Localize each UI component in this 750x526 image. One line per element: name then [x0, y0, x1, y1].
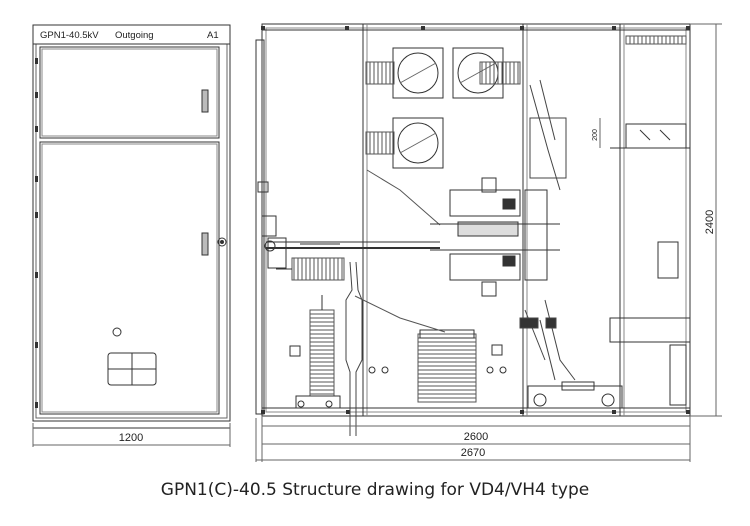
terminal-bolts: [289, 344, 507, 374]
earthing-switch: [257, 181, 340, 269]
front-view: [32, 24, 231, 447]
height-dimension: 2400: [704, 210, 716, 234]
inner-width-dimension: 2600: [464, 431, 488, 443]
door-lock: [217, 237, 227, 247]
front-label-id: A1: [207, 30, 219, 41]
door-lock-center: [220, 240, 224, 244]
operation-hole: [112, 327, 122, 337]
front-cabinet-outline: [32, 24, 231, 422]
front-label-model: GPN1-40.5kV: [40, 30, 99, 41]
height-dimension-line: [690, 23, 722, 417]
upper-door-inner: [41, 48, 218, 137]
side-width-dimension-lines: [255, 416, 691, 462]
busbar-link: [366, 169, 441, 226]
front-width-dimension: 1200: [119, 432, 143, 444]
lower-door: [39, 141, 220, 415]
circuit-breaker: [430, 177, 560, 297]
lv-compartment: [609, 35, 691, 406]
current-transformer-2: [452, 47, 521, 99]
figure-caption: GPN1(C)-40.5 Structure drawing for VD4/V…: [160, 480, 590, 500]
zero-sequence-transformer: [417, 329, 477, 403]
lower-door-inner: [41, 143, 218, 413]
dimension-200: 200: [592, 129, 599, 141]
upper-door: [39, 46, 220, 139]
current-transformer-1: [365, 47, 444, 99]
cable: [345, 261, 353, 436]
side-front-door: [255, 39, 265, 415]
breaker-truck: [527, 381, 623, 409]
cable-2: [354, 295, 446, 333]
lower-door-handle: [201, 232, 209, 256]
surge-arrester: [295, 295, 341, 409]
front-label-function: Outgoing: [115, 30, 154, 41]
frame-bolts: [261, 26, 690, 414]
side-view: [255, 23, 691, 436]
overall-width-dimension: 2670: [461, 447, 485, 459]
breaker-linkage: [519, 79, 576, 381]
current-transformer-3: [365, 117, 444, 169]
hinges: [35, 58, 38, 408]
side-cabinet-inner: [265, 27, 687, 413]
horizontal-insulator: [291, 257, 345, 281]
upper-door-handle: [201, 89, 209, 113]
